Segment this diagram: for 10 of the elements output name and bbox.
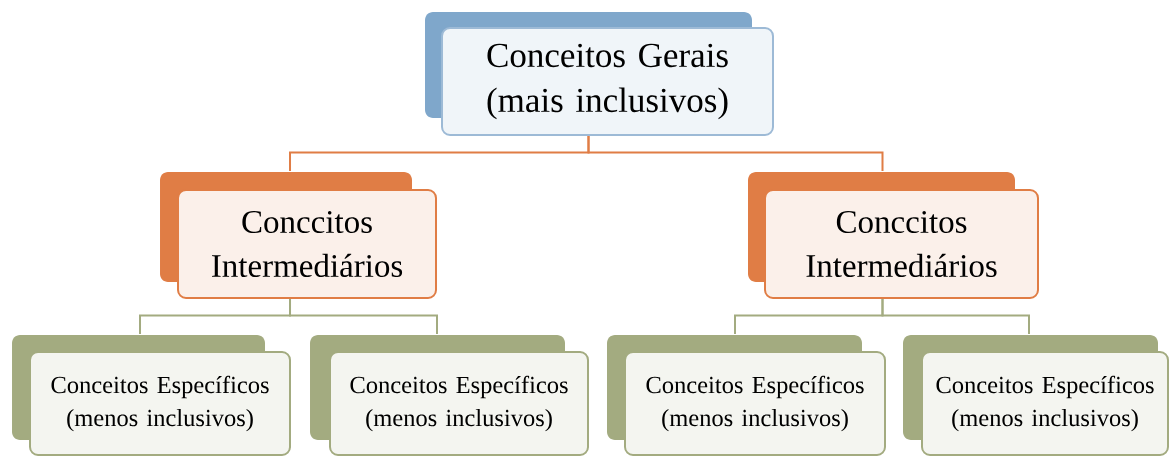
connector-line (881, 298, 1030, 335)
concept-box: Conceitos Específicos (menos inclusivos) (310, 335, 589, 456)
concept-box: Conccitos Intermediários (748, 172, 1039, 299)
connector-line (587, 135, 884, 172)
concept-box: Conceitos Específicos (menos inclusivos) (903, 335, 1169, 456)
concept-box: Conccitos Intermediários (160, 172, 437, 299)
connector-line (289, 298, 438, 335)
concept-box: Conceitos Específicos (menos inclusivos) (12, 335, 291, 456)
concept-box: Conceitos Específicos (menos inclusivos) (607, 335, 886, 456)
concept-box: Conceitos Gerais (mais inclusivos) (425, 12, 774, 136)
